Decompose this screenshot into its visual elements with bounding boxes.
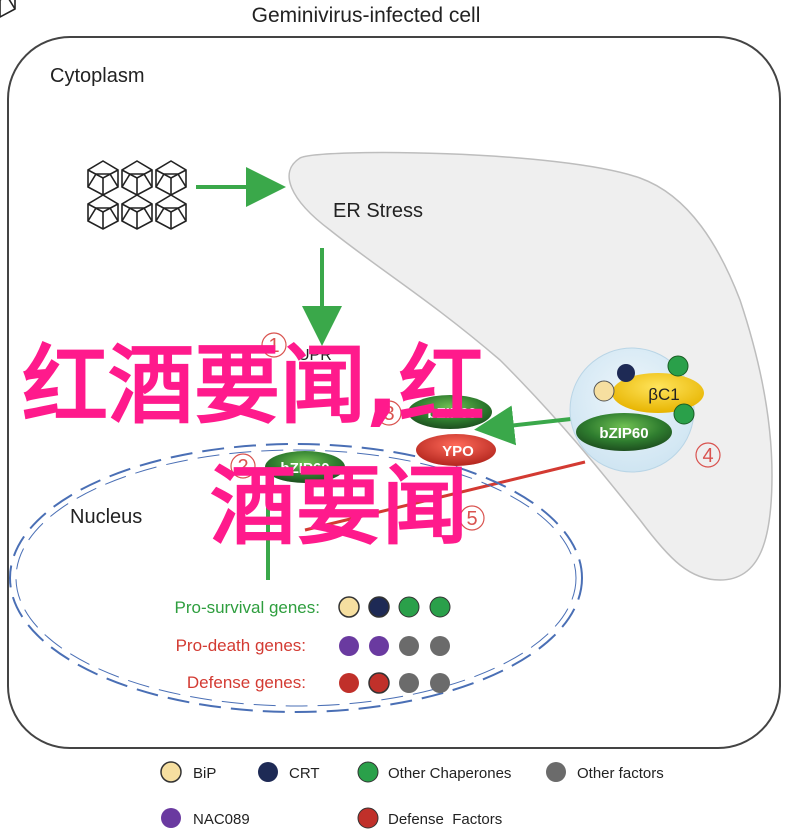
gene-dot [430,636,450,656]
er-stress-label: ER Stress [333,200,423,222]
nucleus-membrane-inner [15,449,577,707]
legend-crt-label: CRT [289,765,320,782]
bip-dot-complex [593,380,615,402]
upr-label: UPR [298,347,332,364]
gene-dot [399,636,419,656]
er-shape [288,151,773,581]
bc1-to-bzip-arrow [474,405,581,446]
pro-survival-genes-label: Pro-survival genes: [174,598,320,617]
legend-defense-label: Defense Factors [388,811,502,828]
gene-dot [338,596,360,618]
defense-inhibition-line [304,460,586,532]
step-4-marker [695,442,721,468]
legend-other-factors-label: Other factors [577,765,664,782]
step-markers [230,332,721,531]
step-4: 4 [702,445,713,467]
step-3-marker [376,400,402,426]
gene-dot [368,672,390,694]
bzip60-chip-left [265,451,345,483]
legend-other-factors-swatch [546,762,566,782]
gene-dot [339,636,359,656]
virus-particles-icon [0,0,187,230]
gene-dot [430,673,450,693]
legend-nac089-swatch [161,808,181,828]
diagram-title: Geminivirus-infected cell [252,4,481,27]
step-1-marker [261,332,287,358]
gene-dot [368,596,390,618]
bzip60-center-label: bZIP60 [427,405,476,422]
cell-border [7,36,781,749]
bzip60-right-label: bZIP60 [599,425,648,442]
step-2: 2 [237,456,248,478]
bc1-chip [612,373,704,413]
ypo-chip [416,434,496,466]
gene-dot [369,636,389,656]
gene-dot [339,673,359,693]
step-3: 3 [383,403,394,425]
defense-genes-label: Defense genes: [187,673,306,692]
crt-dot-complex [617,364,635,382]
watermark-line-1: 红酒要闻,红 [22,336,485,436]
watermark-line-2: 酒要闻 [210,457,468,557]
bc1-label: βC1 [648,385,680,404]
legend-bip-label: BiP [193,765,216,782]
gene-rows: Pro-survival genes: Pro-death genes: Def… [174,596,451,694]
gene-dot [429,596,451,618]
chaperone-dot-complex-b [673,403,695,425]
bzip60-left-label: bZIP60 [280,460,329,477]
bzip60-chip-right [576,413,672,451]
gene-dot [399,673,419,693]
legend: BiP CRT Other Chaperones Other factors N… [160,761,664,829]
bzip60-chip-center [408,395,492,429]
gene-dot [398,596,420,618]
legend-crt-swatch [258,762,278,782]
step-1: 1 [268,335,279,357]
nucleus-membrane [9,443,583,713]
pro-death-genes-label: Pro-death genes: [176,636,306,655]
step-2-marker [230,453,256,479]
nucleus-label: Nucleus [70,506,142,528]
legend-bip-swatch [160,761,182,783]
legend-chaperones-label: Other Chaperones [388,765,511,782]
step-5: 5 [466,508,477,530]
ypo-label: YPO [442,443,474,460]
legend-defense-swatch [357,807,379,829]
legend-nac089-label: NAC089 [193,811,250,828]
cytoplasm-label: Cytoplasm [50,65,144,87]
legend-chaperones-swatch [357,761,379,783]
step-5-marker [459,505,485,531]
chaperone-dot-complex-a [667,355,689,377]
